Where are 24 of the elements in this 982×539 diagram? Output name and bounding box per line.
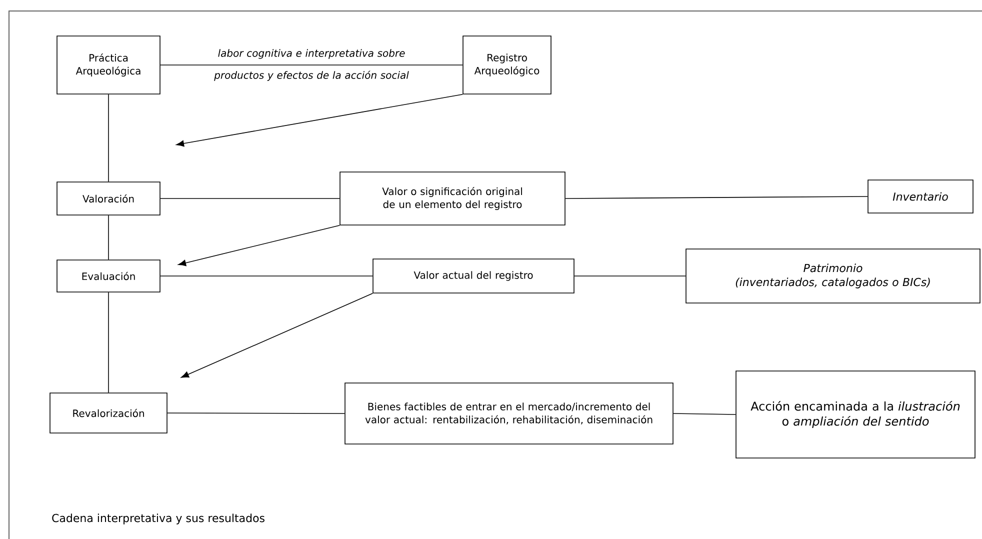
text-box: Inventario bbox=[868, 180, 974, 214]
connector bbox=[178, 225, 340, 266]
connector bbox=[176, 94, 463, 147]
connector bbox=[160, 198, 340, 199]
text-box: Patrimonio (inventariados, catalogados o BICs) bbox=[686, 248, 980, 304]
connector bbox=[160, 64, 463, 66]
connector bbox=[108, 292, 109, 393]
text-box: Evaluación bbox=[56, 260, 160, 292]
text-box: Valoración bbox=[56, 182, 160, 216]
text-box: Acción encaminada a la ilustración o ampliación del sentido bbox=[736, 370, 976, 458]
connector bbox=[108, 215, 109, 260]
caption: Cadena interpretativa y sus resultados bbox=[52, 514, 264, 524]
text-box: Práctica Arqueológica bbox=[56, 36, 160, 94]
connector bbox=[108, 94, 109, 182]
connector bbox=[565, 196, 868, 199]
text-box: Registro Arqueológico bbox=[462, 36, 552, 94]
text-box: Bienes factibles de entrar en el mercado/incremento del valor actual: rentabilización, rehabilitación, diseminación bbox=[344, 382, 674, 444]
edge-label: labor cognitiva e interpretativa sobre productos y efectos de la acción social bbox=[214, 49, 409, 81]
text-box: Valor actual del registro bbox=[372, 258, 574, 294]
text-box: Revalorización bbox=[50, 392, 168, 434]
connector bbox=[167, 412, 345, 414]
connector bbox=[181, 293, 373, 378]
connector bbox=[673, 413, 736, 415]
text-box: Valor o significación original de un elemento del registro bbox=[340, 172, 566, 226]
